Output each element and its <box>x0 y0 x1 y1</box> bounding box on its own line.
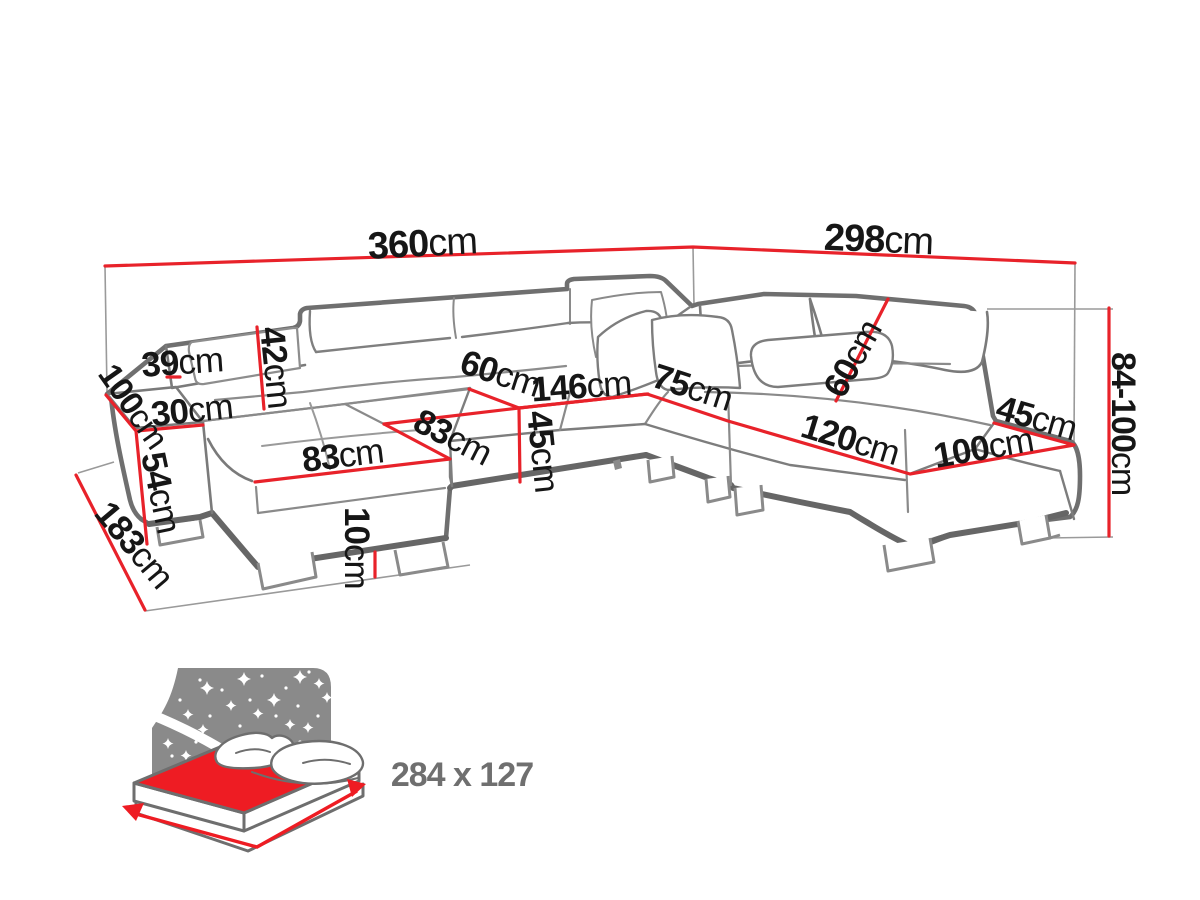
svg-text:10cm: 10cm <box>337 507 376 589</box>
svg-text:360cm: 360cm <box>367 220 478 268</box>
svg-text:298cm: 298cm <box>823 217 934 264</box>
svg-text:42cm: 42cm <box>252 325 299 410</box>
svg-text:45cm: 45cm <box>519 409 566 494</box>
svg-text:30cm: 30cm <box>149 387 234 434</box>
svg-text:39cm: 39cm <box>140 340 224 385</box>
svg-text:84-100cm: 84-100cm <box>1104 352 1142 495</box>
svg-text:284 x 127: 284 x 127 <box>391 756 533 794</box>
svg-text:146cm: 146cm <box>530 364 633 410</box>
